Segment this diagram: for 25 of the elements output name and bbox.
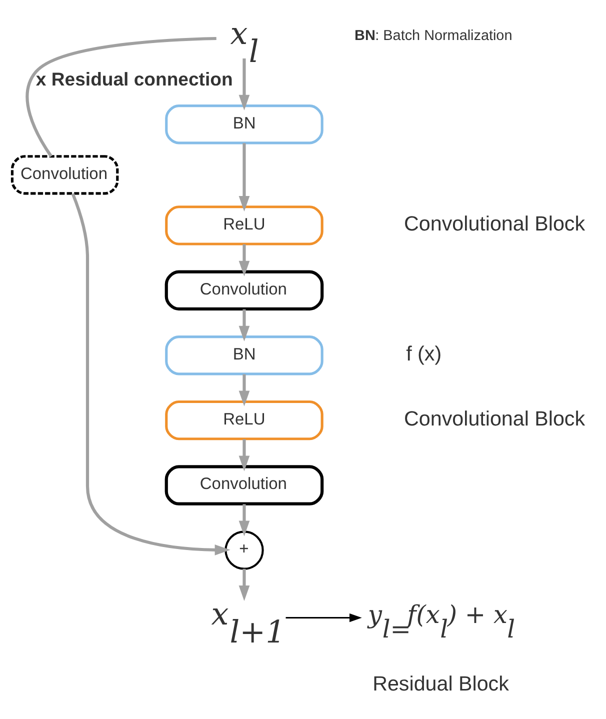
node-box: Convolution	[164, 464, 324, 505]
node-box: ReLU	[165, 205, 324, 245]
label: BN: Batch Normalization	[354, 28, 512, 44]
node-box: ReLU	[165, 400, 324, 440]
arrow	[71, 192, 230, 555]
node-box: BN	[165, 104, 324, 144]
label: f (x)	[406, 342, 442, 366]
arrow	[238, 504, 250, 536]
label: Convolutional Block	[404, 406, 586, 430]
node-box: Convolution	[164, 270, 324, 310]
arrow	[238, 438, 250, 471]
edge-label: x Residual connection	[36, 68, 233, 90]
label: Residual Block	[372, 672, 509, 695]
arrow	[238, 244, 250, 276]
arrow	[238, 58, 250, 110]
label: Convolutional Block	[404, 212, 586, 236]
node-circle: +	[224, 530, 264, 570]
connector	[26, 36, 216, 157]
arrow	[238, 568, 250, 601]
arrow	[238, 374, 250, 406]
arrow	[286, 612, 362, 622]
node-box: Convolution	[10, 154, 119, 194]
arrow	[238, 308, 250, 341]
node-box: BN	[165, 335, 324, 375]
arrow	[238, 142, 250, 212]
